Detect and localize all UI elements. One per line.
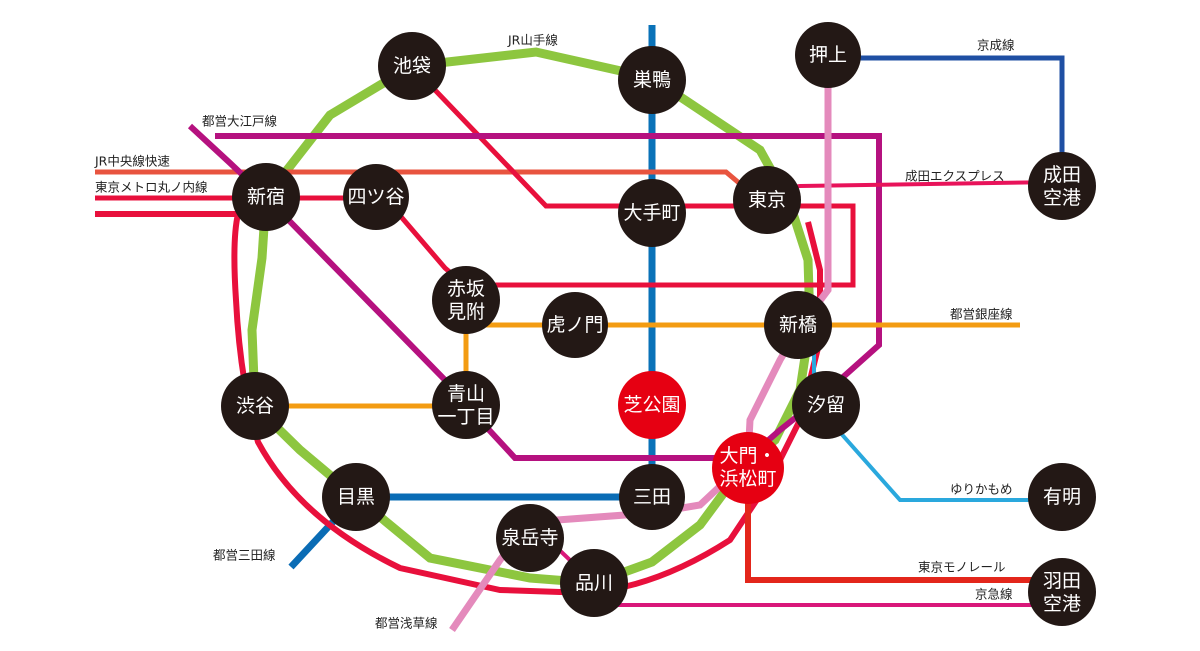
station-aoyama-itchome[interactable]: 青山 一丁目 [432,371,500,439]
station-sengakuji[interactable]: 泉岳寺 [496,504,564,572]
station-yotsuya[interactable]: 四ツ谷 [343,164,409,230]
station-meguro[interactable]: 目黒 [322,463,390,531]
station-oshiage-label: 押上 [809,44,847,66]
line-marunouchi-upper [95,64,856,288]
station-mita[interactable]: 三田 [619,464,685,530]
station-shibakoen-label: 芝公園 [623,394,680,416]
station-ikebukuro[interactable]: 池袋 [378,32,446,100]
station-sugamo-label: 巣鴨 [633,69,671,91]
station-yotsuya-label: 四ツ谷 [347,186,404,208]
station-akasaka-mitsuke[interactable]: 赤坂 見附 [432,266,500,334]
label-narita-express: 成田エクスプレス [905,169,1005,184]
label-monorail: 東京モノレール [918,560,1006,575]
label-oedo: 都営大江戸線 [202,114,278,129]
station-ariake[interactable]: 有明 [1028,463,1096,531]
station-aoyama-label-2: 一丁目 [437,406,494,428]
station-tokyo-label: 東京 [748,189,786,211]
station-daimon-label-2: 浜松町 [719,468,776,490]
label-yurikamome: ゆりかもめ [950,482,1013,497]
station-mita-label: 三田 [633,486,671,508]
line-marunouchi [95,211,823,595]
station-meguro-label: 目黒 [337,486,375,508]
station-haneda-label-2: 空港 [1043,593,1081,615]
station-shiodome[interactable]: 汐留 [792,371,860,439]
label-chuo-rapid: JR中央線快速 [94,154,170,169]
station-toranomon-label: 虎ノ門 [546,314,603,336]
station-tokyo[interactable]: 東京 [733,166,801,234]
station-otemachi[interactable]: 大手町 [618,179,686,247]
label-yamanote: JR山手線 [507,33,558,48]
station-toranomon[interactable]: 虎ノ門 [542,292,608,358]
station-shibuya[interactable]: 渋谷 [221,372,289,440]
line-labels: JR山手線 都営大江戸線 JR中央線快速 東京メトロ丸ノ内線 京成線 成田エクス… [94,33,1015,631]
station-ikebukuro-label: 池袋 [393,55,431,77]
line-monorail [745,460,1062,583]
station-shibakoen[interactable]: 芝公園 [618,371,686,439]
station-shinbashi[interactable]: 新橋 [764,291,832,359]
station-shinagawa[interactable]: 品川 [560,549,628,617]
station-shiodome-label: 汐留 [807,394,845,416]
station-ariake-label: 有明 [1043,486,1081,508]
station-akasaka-label-1: 赤坂 [447,278,485,300]
station-oshiage[interactable]: 押上 [795,22,861,88]
station-sugamo[interactable]: 巣鴨 [618,46,686,114]
station-narita-label-2: 空港 [1043,187,1081,209]
label-mita: 都営三田線 [213,548,276,563]
line-yurikamome [812,330,1060,502]
label-marunouchi: 東京メトロ丸ノ内線 [95,180,208,195]
label-asakusa: 都営浅草線 [375,616,438,631]
label-ginza: 都営銀座線 [950,307,1013,322]
stations: 池袋 巣鴨 押上 新宿 四ツ谷 大手町 東京 [221,22,1096,626]
station-akasaka-label-2: 見附 [447,301,485,323]
station-narita-airport[interactable]: 成田 空港 [1028,152,1096,220]
station-daimon-hamamatsucho[interactable]: 大門・ 浜松町 [712,432,784,504]
station-shinagawa-label: 品川 [575,572,613,594]
station-otemachi-label: 大手町 [623,202,680,224]
station-aoyama-label-1: 青山 [447,383,485,405]
label-keisei: 京成線 [977,38,1015,53]
station-shibuya-label: 渋谷 [236,395,274,417]
station-sengakuji-label: 泉岳寺 [501,527,558,549]
station-daimon-label-1: 大門・ [719,445,776,467]
station-haneda-airport[interactable]: 羽田 空港 [1028,558,1096,626]
station-haneda-label-1: 羽田 [1043,570,1081,592]
station-shinjuku-label: 新宿 [247,186,285,208]
label-keikyu: 京急線 [975,587,1013,602]
line-keisei [828,55,1065,182]
station-shinbashi-label: 新橋 [779,314,817,336]
station-narita-label-1: 成田 [1043,164,1081,186]
station-shinjuku[interactable]: 新宿 [232,163,300,231]
